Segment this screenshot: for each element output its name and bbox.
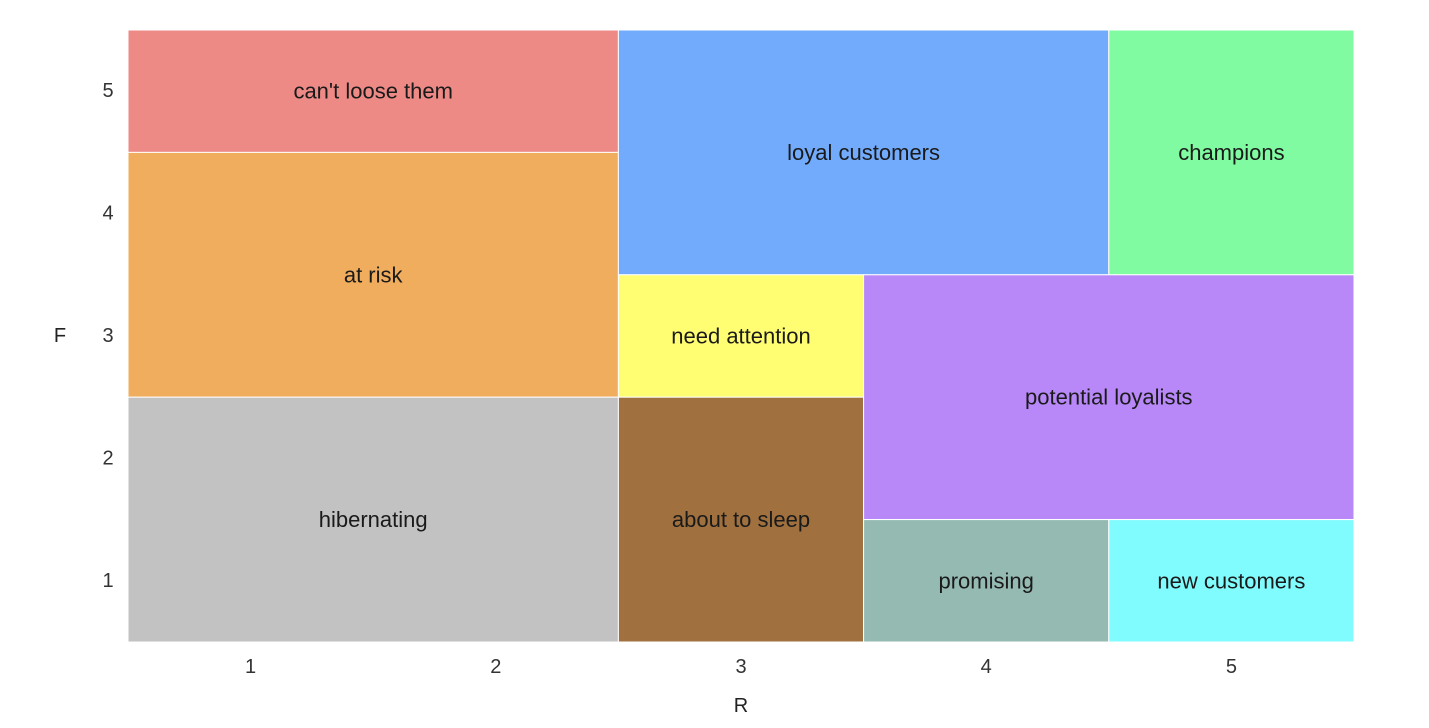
segment-need-attention (617, 274, 865, 398)
segment-can-t-loose-them (127, 29, 619, 153)
segment-label-promising: promising (939, 568, 1034, 593)
y-axis-title: F (54, 325, 66, 347)
segment-champions (1108, 29, 1355, 276)
segment-potential-loyalists (863, 274, 1355, 521)
y-tick-label: 1 (102, 570, 113, 592)
segment-label-need-attention: need attention (671, 324, 810, 349)
y-tick-label: 3 (102, 325, 113, 347)
x-tick-label: 1 (245, 656, 256, 678)
segment-label-hibernating: hibernating (319, 507, 428, 532)
x-axis-title: R (734, 695, 748, 717)
segment-label-new-customers: new customers (1157, 568, 1305, 593)
y-tick-label: 5 (102, 80, 113, 102)
segment-label-about-to-sleep: about to sleep (672, 507, 810, 532)
segment-hibernating (127, 396, 619, 643)
segment-label-loyal-customers: loyal customers (787, 140, 940, 165)
segment-label-at-risk: at risk (344, 262, 404, 287)
segment-at-risk (127, 151, 619, 398)
x-tick-label: 2 (490, 656, 501, 678)
x-tick-label: 4 (981, 656, 992, 678)
y-tick-label: 2 (102, 447, 113, 469)
segment-label-potential-loyalists: potential loyalists (1025, 385, 1193, 410)
x-axis-ticks: 1 2 3 4 5 (245, 656, 1237, 678)
segment-label-champions: champions (1178, 140, 1284, 165)
x-tick-label: 5 (1226, 656, 1237, 678)
segment-promising (863, 519, 1110, 643)
x-tick-label: 3 (735, 656, 746, 678)
y-axis-ticks: 1 2 3 4 5 (102, 80, 113, 592)
y-tick-label: 4 (102, 203, 113, 225)
segments-layer: can't loose them at risk hibernating loyal … (127, 29, 1355, 643)
segment-about-to-sleep (617, 396, 865, 643)
segment-loyal-customers (617, 29, 1110, 276)
segment-new-customers (1108, 519, 1355, 643)
segment-label-can-t-loose-them: can't loose them (293, 79, 453, 104)
